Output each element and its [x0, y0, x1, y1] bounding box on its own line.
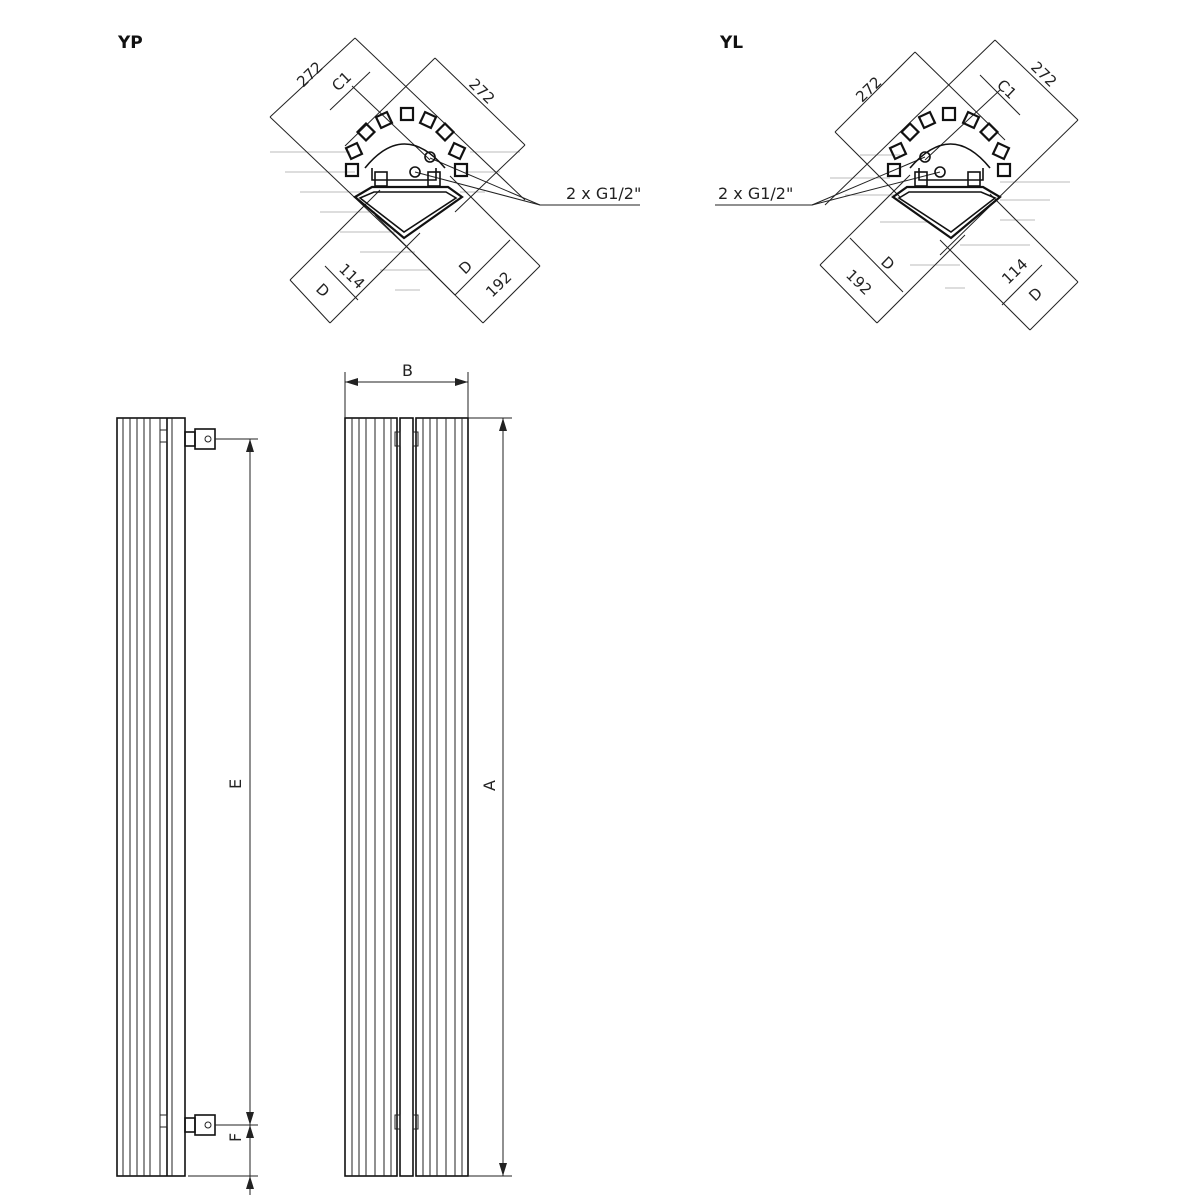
dim-b-label: B — [402, 361, 413, 380]
yp-wall-hatching — [270, 151, 520, 291]
yl-dim-272-left: 272 — [852, 73, 885, 106]
yp-plan-view: YP — [117, 33, 641, 324]
bottom-valve-connector — [184, 1114, 216, 1136]
dimension-b — [344, 372, 469, 418]
yl-dim-272-right: 272 — [1027, 58, 1060, 91]
yp-dim-d-right: D — [455, 257, 476, 278]
yp-dim-c1: C1 — [328, 68, 355, 95]
yl-view-label: YL — [719, 33, 743, 53]
yl-wall-hatching — [830, 154, 1070, 289]
yl-dim-192: 192 — [842, 266, 875, 299]
dimension-a — [468, 417, 512, 1177]
yp-dim-d-left: D — [312, 280, 333, 301]
yl-dim-d-right: D — [1025, 284, 1046, 305]
yp-view-label: YP — [117, 33, 143, 53]
yp-connection-label: 2 x G1/2" — [566, 184, 641, 203]
yl-plan-view: YL — [715, 33, 1079, 331]
yp-dim-272-right: 272 — [465, 75, 498, 108]
yp-dim-114: 114 — [335, 260, 368, 293]
dim-f-label: F — [226, 1133, 245, 1142]
dimension-e — [188, 438, 258, 1195]
yl-radiator-plan — [886, 106, 1012, 240]
yp-dim-272-left: 272 — [293, 58, 326, 91]
yl-dim-114: 114 — [998, 255, 1031, 288]
dim-e-label: E — [226, 779, 245, 789]
dim-a-label: A — [480, 780, 499, 791]
side-elevation: E F — [116, 417, 258, 1195]
yl-dim-d-left: D — [877, 253, 898, 274]
front-elevation: B A — [344, 361, 512, 1177]
yp-radiator-plan — [344, 106, 469, 240]
yl-connection-label: 2 x G1/2" — [718, 184, 793, 203]
top-valve-connector — [184, 428, 216, 450]
yl-dim-c1: C1 — [993, 76, 1020, 103]
